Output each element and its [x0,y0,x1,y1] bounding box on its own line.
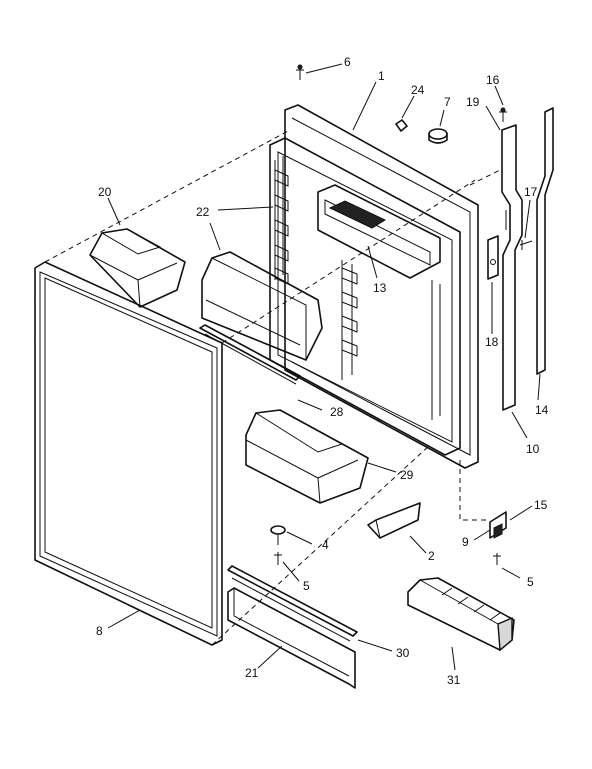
callout-6: 6 [344,55,351,69]
callout-19: 19 [466,95,480,109]
callout-21: 21 [245,666,259,680]
handle-trim-14 [536,107,554,375]
trim-21 [227,587,356,689]
door-gasket [34,261,223,646]
callout-14: 14 [535,403,549,417]
callout-9: 9 [462,535,469,549]
callout-24: 24 [411,83,425,97]
callout-1: 1 [378,69,385,83]
shelf-retainer-28 [199,324,301,385]
callout-18: 18 [485,335,499,349]
plug-7 [428,128,448,144]
callout-17: 17 [524,185,538,199]
door-bin-29 [245,409,369,504]
leader-lines [107,63,541,671]
hinge-bracket [501,124,523,411]
shelf-stops-center [341,267,358,357]
callout-15: 15 [534,498,548,512]
screws [274,64,533,565]
hinge-cover-2 [367,502,421,539]
hinge-15 [489,511,507,539]
callout-2: 2 [428,549,435,563]
hinge-4 [270,525,286,545]
trim-30 [227,565,358,642]
callout-4: 4 [322,538,329,552]
callout-5-right: 5 [527,575,534,589]
door-bin-20 [89,228,186,308]
egg-tray-31 [407,577,515,652]
callout-20: 20 [98,185,112,199]
callout-7: 7 [444,95,451,109]
callout-5-left: 5 [303,579,310,593]
callout-29: 29 [400,468,414,482]
callout-28: 28 [330,405,344,419]
assembly-lines [44,129,501,646]
callout-16: 16 [486,73,500,87]
dairy-door-22 [201,251,323,361]
dairy-door-assembly [317,184,441,279]
callout-30: 30 [396,646,410,660]
callout-labels: 6 1 24 7 16 19 17 20 22 13 18 14 28 10 2… [96,55,549,687]
callout-13: 13 [373,281,387,295]
callout-22: 22 [196,205,210,219]
callout-8: 8 [96,624,103,638]
door-stop-18 [487,235,499,280]
shelf-stops-left [274,169,289,285]
plug-24 [395,119,408,132]
callout-10: 10 [526,442,540,456]
callout-31: 31 [447,673,461,687]
